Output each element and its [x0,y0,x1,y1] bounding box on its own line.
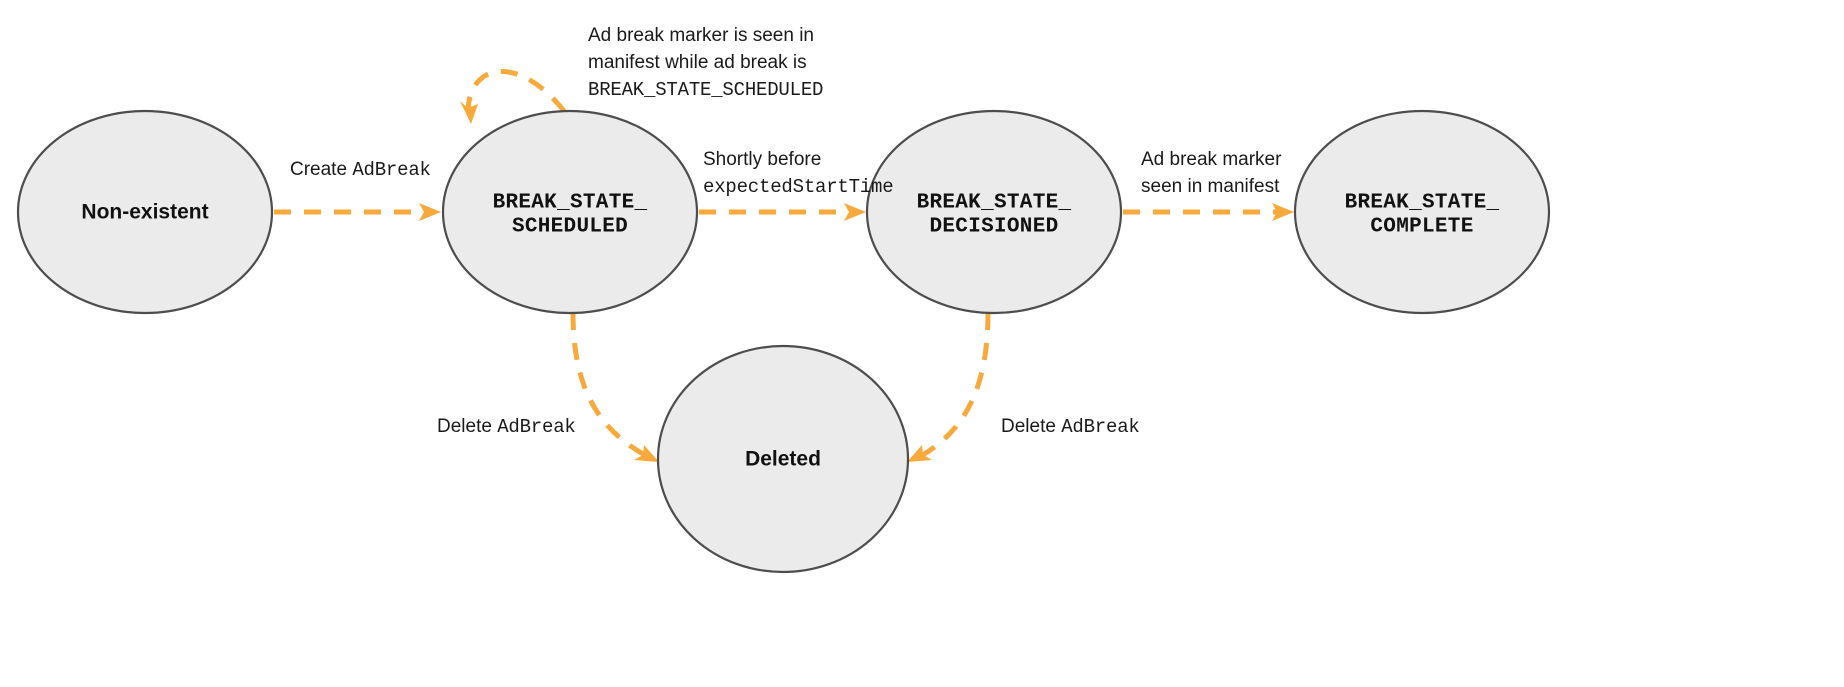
edge-label-delete-from-decisioned-line1: Delete AdBreak [1001,416,1140,438]
edge-create-adbreak-arrowhead [419,203,441,221]
node-break-state-complete-label-line1: BREAK_STATE_ [1345,192,1500,215]
edge-scheduled-self-loop-line [465,69,566,113]
edge-label-create-adbreak-seg1: AdBreak [352,159,430,181]
node-non-existent-shape[interactable] [16,109,274,315]
edge-delete-from-scheduled-line [570,312,647,458]
edge-delete-from-scheduled [570,312,659,462]
edge-label-delete-from-decisioned: Delete AdBreak [1001,416,1140,438]
node-deleted-shape[interactable] [656,344,910,574]
node-break-state-complete-shape[interactable] [1293,109,1551,315]
edge-label-shortly-before-line1: Shortly before [703,149,821,170]
edge-marker-seen-in-manifest-arrowhead [1272,203,1294,221]
edge-label-create-adbreak-line1: Create AdBreak [290,159,431,181]
node-non-existent-label: Non-existent [81,201,208,224]
edge-label-delete-from-scheduled: Delete AdBreak [437,416,576,438]
edge-label-marker-seen-in-manifest: Ad break marker seen in manifest [1141,149,1282,197]
edge-label-shortly-before-line2: expectedStartTime [703,176,893,198]
edge-label-scheduled-self-loop-line1: Ad break marker is seen in [588,25,814,46]
node-break-state-scheduled-label-line1: BREAK_STATE_ [493,192,648,215]
edge-label-delete-from-scheduled-seg1: AdBreak [497,416,575,438]
node-break-state-decisioned-shape[interactable] [865,109,1123,315]
edge-delete-from-decisioned-line [919,312,991,459]
node-break-state-scheduled[interactable]: BREAK_STATE_ SCHEDULED [441,109,699,315]
edge-label-scheduled-self-loop-line2: manifest while ad break is [588,52,807,73]
edge-shortly-before-arrowhead [844,203,866,221]
edge-scheduled-self-loop-arrowhead [460,101,478,124]
node-break-state-decisioned-label-line2: DECISIONED [929,216,1058,239]
edge-marker-seen-in-manifest [1123,203,1294,221]
edge-label-scheduled-self-loop: Ad break marker is seen in manifest whil… [588,25,823,101]
node-deleted[interactable]: Deleted [656,344,910,574]
node-break-state-scheduled-shape[interactable] [441,109,699,315]
edge-delete-from-scheduled-arrowhead [634,445,659,462]
edge-label-create-adbreak-seg0: Create [290,159,352,180]
edge-label-delete-from-scheduled-line1: Delete AdBreak [437,416,576,438]
edge-shortly-before [699,203,866,221]
edge-create-adbreak [274,203,441,221]
edge-label-shortly-before: Shortly before expectedStartTime [703,149,894,198]
node-break-state-scheduled-label-line2: SCHEDULED [512,216,628,239]
edge-label-delete-from-decisioned-seg0: Delete [1001,416,1061,437]
edge-label-marker-seen-in-manifest-line1: Ad break marker [1141,149,1282,170]
node-break-state-complete-label-line2: COMPLETE [1370,216,1473,239]
node-break-state-decisioned[interactable]: BREAK_STATE_ DECISIONED [865,109,1123,315]
edge-label-delete-from-decisioned-seg1: AdBreak [1061,416,1139,438]
node-break-state-decisioned-label-line1: BREAK_STATE_ [917,192,1072,215]
edge-scheduled-self-loop [460,69,566,124]
node-break-state-complete[interactable]: BREAK_STATE_ COMPLETE [1293,109,1551,315]
node-deleted-label: Deleted [745,448,821,471]
edge-label-marker-seen-in-manifest-line2: seen in manifest [1141,176,1280,197]
edge-label-scheduled-self-loop-line3: BREAK_STATE_SCHEDULED [588,79,823,101]
edge-label-delete-from-scheduled-seg0: Delete [437,416,497,437]
edge-label-create-adbreak: Create AdBreak [290,159,431,181]
edge-delete-from-decisioned [907,312,991,462]
edge-delete-from-decisioned-arrowhead [907,445,932,462]
node-non-existent[interactable]: Non-existent [16,109,274,315]
